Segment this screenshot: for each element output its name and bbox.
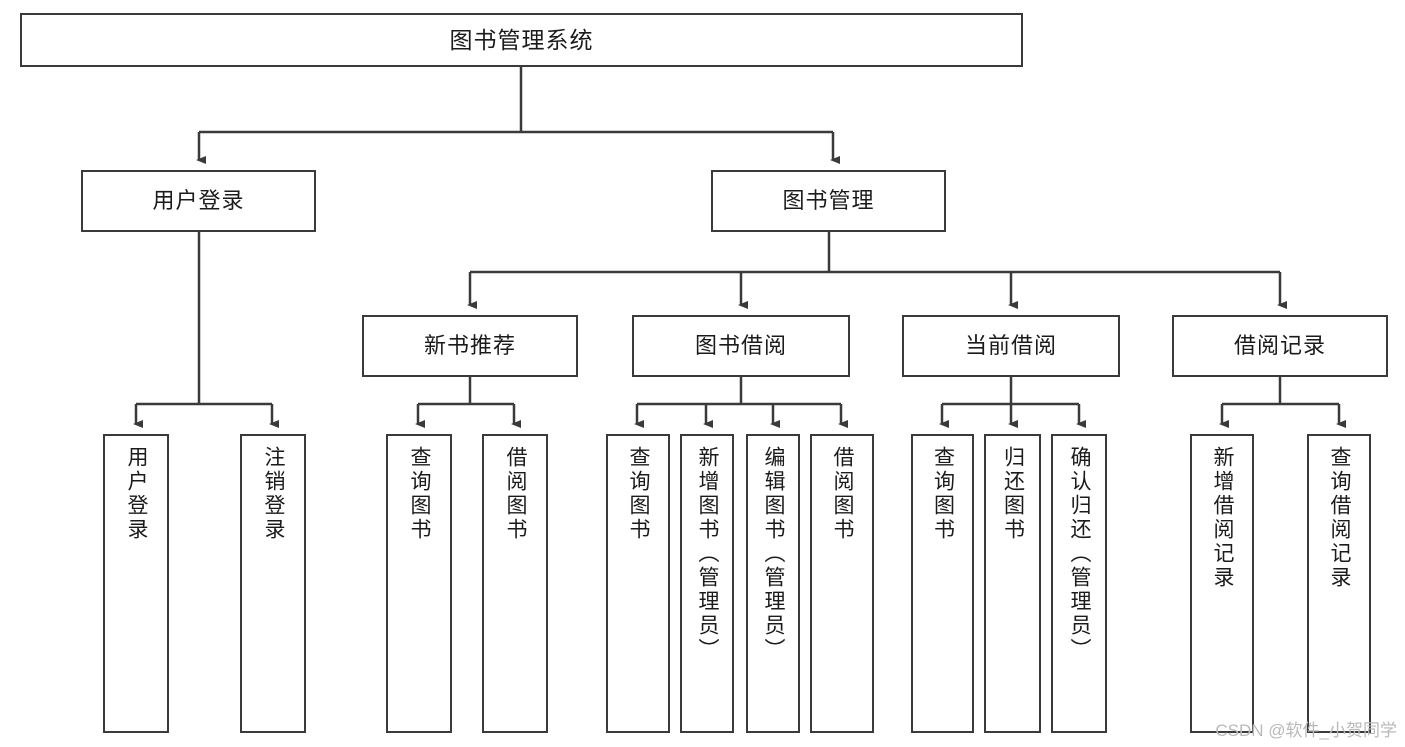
leaf-confirm-return-admin[interactable]: 确认归还（管理员）	[1051, 434, 1107, 733]
watermark-text: CSDN @软件_小贺同学	[1215, 721, 1397, 740]
leaf-borrow-book[interactable]: 借阅图书	[810, 434, 874, 733]
node-label: 当前借阅	[964, 333, 1057, 359]
node-label: 图书借阅	[694, 333, 787, 359]
node-book-management[interactable]: 图书管理	[711, 170, 946, 232]
leaf-user-login[interactable]: 用户登录	[103, 434, 169, 733]
node-label: 新书推荐	[423, 333, 516, 359]
leaf-add-book-admin[interactable]: 新增图书（管理员）	[680, 434, 734, 733]
leaf-label: 编辑图书（管理员）	[762, 446, 786, 662]
leaf-logout[interactable]: 注销登录	[240, 434, 306, 733]
leaf-query-book-recommend[interactable]: 查询图书	[386, 434, 452, 733]
leaf-query-book-current[interactable]: 查询图书	[911, 434, 974, 733]
leaf-label: 借阅图书	[831, 446, 855, 542]
leaf-label: 归还图书	[1001, 446, 1025, 542]
leaf-query-borrow-record[interactable]: 查询借阅记录	[1307, 434, 1371, 733]
node-book-borrow[interactable]: 图书借阅	[632, 315, 850, 377]
leaf-borrow-book-recommend[interactable]: 借阅图书	[482, 434, 548, 733]
node-label: 图书管理系统	[449, 26, 594, 53]
node-label: 借阅记录	[1233, 333, 1326, 359]
leaf-label: 借阅图书	[504, 446, 528, 542]
leaf-label: 查询图书	[627, 446, 651, 542]
leaf-label: 查询图书	[931, 446, 955, 542]
node-current-borrow[interactable]: 当前借阅	[902, 315, 1120, 377]
leaf-label: 新增借阅记录	[1211, 446, 1235, 590]
leaf-label: 新增图书（管理员）	[696, 446, 720, 662]
leaf-return-book[interactable]: 归还图书	[984, 434, 1041, 733]
leaf-label: 用户登录	[125, 446, 149, 542]
node-label: 用户登录	[152, 188, 245, 214]
node-borrow-record[interactable]: 借阅记录	[1172, 315, 1388, 377]
leaf-add-borrow-record[interactable]: 新增借阅记录	[1190, 434, 1254, 733]
leaf-edit-book-admin[interactable]: 编辑图书（管理员）	[746, 434, 800, 733]
node-user-login[interactable]: 用户登录	[81, 170, 316, 232]
leaf-label: 查询借阅记录	[1328, 446, 1352, 590]
node-label: 图书管理	[782, 188, 875, 214]
leaf-query-book-borrow[interactable]: 查询图书	[606, 434, 670, 733]
leaf-label: 注销登录	[262, 446, 286, 542]
leaf-label: 查询图书	[408, 446, 432, 542]
node-new-book-recommend[interactable]: 新书推荐	[362, 315, 578, 377]
leaf-label: 确认归还（管理员）	[1068, 446, 1092, 662]
node-book-management-system[interactable]: 图书管理系统	[20, 13, 1023, 67]
